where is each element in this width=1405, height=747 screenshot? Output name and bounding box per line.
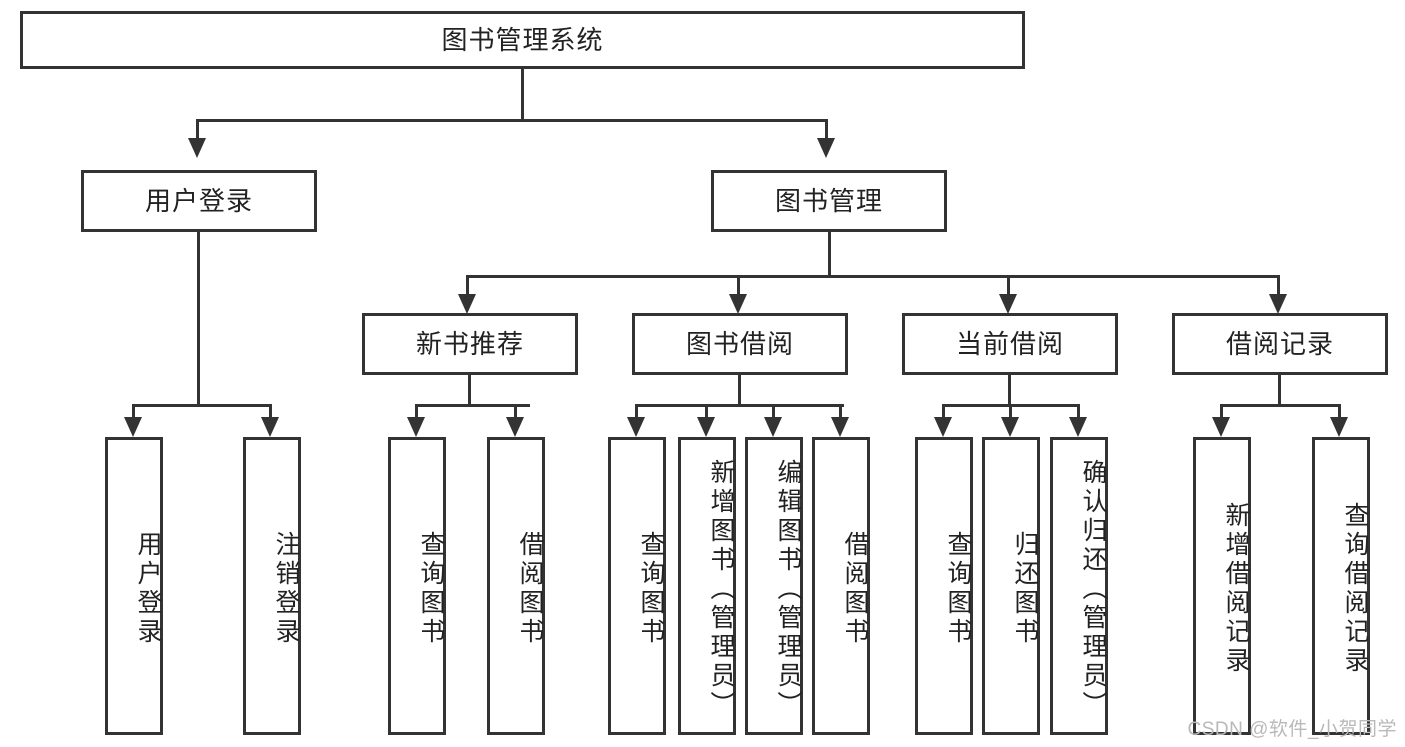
arrowhead-login-leaf-2 [261,417,279,437]
arrowhead-bookmgmt-c1 [458,294,476,314]
arrowhead-login-leaf-1 [124,417,142,437]
node-label: 新增图书（管理员） [707,458,735,720]
arrowhead-newbook-leaf-2 [506,417,524,437]
node-current-borrow[interactable]: 当前借阅 [902,313,1118,375]
connector-root-to-bookmgmt [825,119,828,140]
arrowhead-bookborrow-leaf-2 [697,417,715,437]
arrowhead-bookborrow-leaf-1 [627,417,645,437]
arrowhead-bookborrow-leaf-4 [831,417,849,437]
arrowhead-bookborrow-leaf-3 [764,417,782,437]
node-label: 编辑图书（管理员） [774,458,802,720]
arrowhead-newbook-leaf-1 [407,417,425,437]
node-label: 注销登录 [272,531,300,647]
leaf-query-book-borrow[interactable]: 查询图书 [608,437,666,735]
connector-bookborrow-l4 [839,404,842,419]
connector-newbook-l2 [514,404,517,419]
connector-login-stem [197,232,200,406]
leaf-query-book-newbook[interactable]: 查询图书 [388,437,446,735]
leaf-edit-book-admin[interactable]: 编辑图书（管理员） [745,437,803,735]
connector-currentborrow-l2 [1009,404,1012,419]
connector-bookmgmt-bus [466,275,1280,278]
node-borrow-records[interactable]: 借阅记录 [1172,313,1388,375]
arrowhead-bookmgmt-c3 [999,294,1017,314]
leaf-user-login[interactable]: 用户登录 [105,437,163,735]
node-label: 图书借阅 [685,328,794,359]
leaf-add-borrow-record[interactable]: 新增借阅记录 [1193,437,1251,735]
connector-currentborrow-l3 [1077,404,1080,419]
connector-bookborrow-stem [738,375,741,406]
connector-root-bus [196,119,828,122]
arrowhead-root-to-login [188,138,206,158]
connector-root-to-login [196,119,199,140]
node-label: 借阅图书 [841,531,869,647]
node-user-login[interactable]: 用户登录 [81,170,317,232]
node-label: 图书管理系统 [441,24,604,55]
leaf-confirm-return-admin[interactable]: 确认归还（管理员） [1050,437,1108,735]
node-label: 用户登录 [134,531,162,647]
arrowhead-currentborrow-leaf-1 [934,417,952,437]
connector-bookmgmt-c4 [1277,275,1280,297]
node-label: 新增借阅记录 [1222,502,1250,676]
connector-bookborrow-l3 [772,404,775,419]
connector-login-bus [132,404,271,407]
leaf-logout[interactable]: 注销登录 [243,437,301,735]
connector-bookmgmt-c2 [737,275,740,297]
node-label: 确认归还（管理员） [1079,458,1107,720]
node-label: 新书推荐 [415,328,524,359]
connector-login-left [132,404,135,419]
arrowhead-records-leaf-2 [1330,417,1348,437]
connector-bookmgmt-c1 [466,275,469,297]
node-label: 查询图书 [944,531,972,647]
connector-records-bus [1220,404,1340,407]
connector-bookmgmt-stem [828,232,831,277]
node-label: 查询图书 [417,531,445,647]
leaf-query-borrow-record[interactable]: 查询借阅记录 [1312,437,1370,735]
connector-records-stem [1278,375,1281,406]
node-label: 借阅记录 [1225,328,1334,359]
arrowhead-currentborrow-leaf-2 [1001,417,1019,437]
node-label: 归还图书 [1011,531,1039,647]
node-label: 借阅图书 [516,531,544,647]
connector-newbook-stem [468,375,471,406]
leaf-add-book-admin[interactable]: 新增图书（管理员） [678,437,736,735]
connector-currentborrow-l1 [942,404,945,419]
node-label: 当前借阅 [955,328,1064,359]
connector-currentborrow-stem [1008,375,1011,406]
node-new-book-recommend[interactable]: 新书推荐 [362,313,578,375]
connector-bookborrow-bus [635,404,844,407]
leaf-borrow-book[interactable]: 借阅图书 [812,437,870,735]
connector-bookmgmt-c3 [1007,275,1010,297]
connector-login-right [269,404,272,419]
connector-records-l1 [1220,404,1223,419]
connector-newbook-bus [415,404,530,407]
node-root-system[interactable]: 图书管理系统 [20,11,1025,69]
node-label: 查询图书 [637,531,665,647]
leaf-query-book-current[interactable]: 查询图书 [915,437,973,735]
arrowhead-currentborrow-leaf-3 [1069,417,1087,437]
arrowhead-records-leaf-1 [1212,417,1230,437]
node-book-management[interactable]: 图书管理 [711,170,947,232]
node-label: 查询借阅记录 [1341,502,1369,676]
arrowhead-bookmgmt-c4 [1269,294,1287,314]
connector-newbook-l1 [415,404,418,419]
node-label: 用户登录 [144,185,253,216]
arrowhead-bookmgmt-c2 [729,294,747,314]
node-book-borrow[interactable]: 图书借阅 [632,313,848,375]
connector-bookborrow-l1 [635,404,638,419]
leaf-return-book[interactable]: 归还图书 [982,437,1040,735]
connector-bookborrow-l2 [705,404,708,419]
connector-root-stem [521,69,524,120]
connector-records-l2 [1338,404,1341,419]
csdn-watermark: CSDN @软件_小贺同学 [1187,719,1397,740]
arrowhead-root-to-bookmgmt [817,138,835,158]
node-label: 图书管理 [774,185,883,216]
leaf-borrow-book-newbook[interactable]: 借阅图书 [487,437,545,735]
